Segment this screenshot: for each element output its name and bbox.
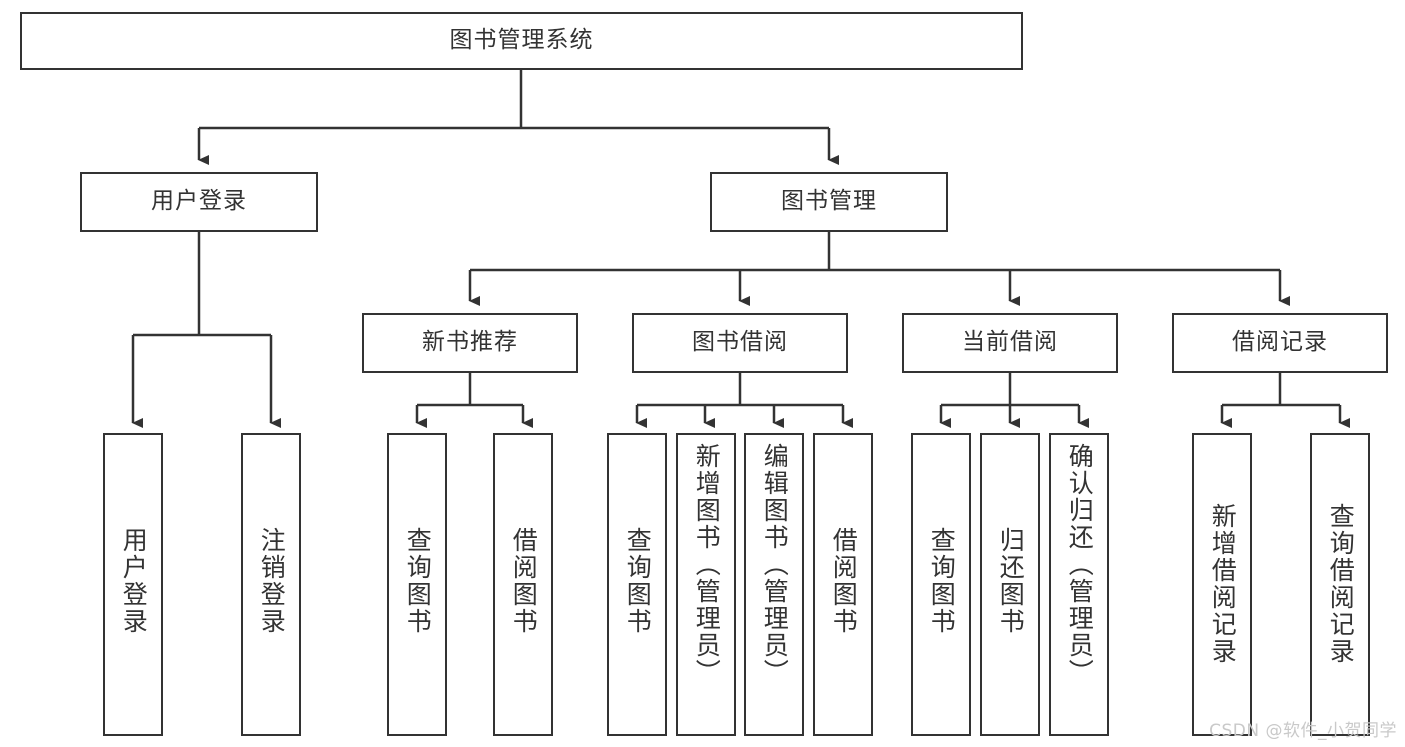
node-leaf-query-book-current[interactable]: 查询图书 bbox=[911, 433, 971, 736]
node-leaf-return-book-label: 归还图书 bbox=[996, 527, 1026, 635]
node-new-book-recommend-label: 新书推荐 bbox=[422, 329, 518, 356]
node-current-borrow[interactable]: 当前借阅 bbox=[902, 313, 1118, 373]
node-leaf-query-book-borrow-label: 查询图书 bbox=[623, 527, 653, 635]
node-leaf-query-borrow-record[interactable]: 查询借阅记录 bbox=[1310, 433, 1370, 736]
node-leaf-borrow-book-new[interactable]: 借阅图书 bbox=[493, 433, 553, 736]
node-borrow-record[interactable]: 借阅记录 bbox=[1172, 313, 1388, 373]
node-book-manage-label: 图书管理 bbox=[781, 188, 877, 215]
node-leaf-add-book-admin[interactable]: 新增图书（管理员） bbox=[676, 433, 736, 736]
node-leaf-add-book-admin-label: 新增图书（管理员） bbox=[692, 443, 722, 686]
node-user-login[interactable]: 用户登录 bbox=[80, 172, 318, 232]
node-book-borrow[interactable]: 图书借阅 bbox=[632, 313, 848, 373]
node-leaf-confirm-return-admin-label: 确认归还（管理员） bbox=[1065, 443, 1095, 686]
node-leaf-user-login-label: 用户登录 bbox=[119, 527, 149, 635]
node-book-manage[interactable]: 图书管理 bbox=[710, 172, 948, 232]
node-current-borrow-label: 当前借阅 bbox=[962, 329, 1058, 356]
node-root-label: 图书管理系统 bbox=[449, 27, 594, 54]
node-leaf-user-login[interactable]: 用户登录 bbox=[103, 433, 163, 736]
node-leaf-edit-book-admin[interactable]: 编辑图书（管理员） bbox=[744, 433, 804, 736]
node-new-book-recommend[interactable]: 新书推荐 bbox=[362, 313, 578, 373]
node-leaf-confirm-return-admin[interactable]: 确认归还（管理员） bbox=[1049, 433, 1109, 736]
node-leaf-query-book-borrow[interactable]: 查询图书 bbox=[607, 433, 667, 736]
node-borrow-record-label: 借阅记录 bbox=[1232, 329, 1328, 356]
node-root[interactable]: 图书管理系统 bbox=[20, 12, 1023, 70]
node-book-borrow-label: 图书借阅 bbox=[692, 329, 788, 356]
node-leaf-add-borrow-record[interactable]: 新增借阅记录 bbox=[1192, 433, 1252, 736]
node-leaf-add-borrow-record-label: 新增借阅记录 bbox=[1208, 503, 1238, 665]
node-leaf-borrow-book-new-label: 借阅图书 bbox=[509, 527, 539, 635]
node-leaf-borrow-book-label: 借阅图书 bbox=[829, 527, 859, 635]
node-leaf-logout[interactable]: 注销登录 bbox=[241, 433, 301, 736]
node-leaf-query-borrow-record-label: 查询借阅记录 bbox=[1326, 503, 1356, 665]
node-leaf-query-book-current-label: 查询图书 bbox=[927, 527, 957, 635]
node-leaf-edit-book-admin-label: 编辑图书（管理员） bbox=[760, 443, 790, 686]
node-leaf-query-book-new[interactable]: 查询图书 bbox=[387, 433, 447, 736]
node-leaf-query-book-new-label: 查询图书 bbox=[403, 527, 433, 635]
node-leaf-return-book[interactable]: 归还图书 bbox=[980, 433, 1040, 736]
csdn-watermark: CSDN @软件_小贺同学 bbox=[1209, 721, 1397, 741]
node-leaf-borrow-book[interactable]: 借阅图书 bbox=[813, 433, 873, 736]
node-leaf-logout-label: 注销登录 bbox=[257, 527, 287, 635]
node-user-login-label: 用户登录 bbox=[151, 188, 247, 215]
